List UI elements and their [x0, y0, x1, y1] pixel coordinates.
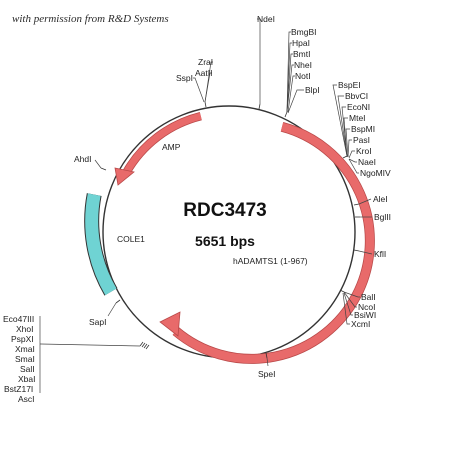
site-tick	[342, 155, 348, 159]
site-label-xbai: XbaI	[18, 374, 36, 384]
feature-label-amp: AMP	[162, 142, 181, 152]
site-leader	[94, 159, 102, 169]
site-label-alei: AleI	[373, 194, 388, 204]
site-leader	[343, 117, 348, 158]
site-tick	[141, 342, 146, 348]
site-label-kroi: KroI	[356, 146, 372, 156]
site-label-blpi: BlpI	[305, 85, 320, 95]
site-tick	[258, 103, 261, 110]
site-label-aatii: AatII	[195, 68, 212, 78]
site-label-smai: SmaI	[15, 354, 35, 364]
site-leader	[204, 72, 212, 103]
site-leader	[287, 75, 295, 113]
site-tick	[353, 203, 360, 206]
site-leader	[343, 292, 353, 316]
site-leader	[358, 250, 373, 255]
site-label-bglii: BglII	[374, 212, 391, 222]
site-tick	[284, 111, 288, 118]
site-label-bsiwi: BsiWI	[354, 310, 376, 320]
site-leader	[347, 139, 352, 158]
site-label-sali: SalI	[20, 364, 35, 374]
site-label-bbvci: BbvCI	[345, 91, 368, 101]
site-leader	[266, 357, 269, 367]
site-leader	[348, 150, 355, 159]
plasmid-size: 5651 bps	[195, 233, 255, 249]
site-label-xmai: XmaI	[15, 344, 35, 354]
site-label-bspei: BspEI	[338, 80, 361, 90]
site-leader	[257, 18, 261, 104]
site-label-sspi: SspI	[176, 73, 193, 83]
site-label-ndei: NdeI	[257, 14, 275, 24]
site-leader	[348, 158, 359, 174]
site-leader	[345, 128, 350, 158]
site-label-ngomiv: NgoMIV	[360, 168, 391, 178]
site-label-bmti: BmtI	[293, 49, 310, 59]
feature-label-insert: hADAMTS1 (1-967)	[233, 256, 308, 266]
site-leader	[286, 31, 291, 113]
feature-label-cole1: COLE1	[117, 234, 145, 244]
site-label-econi: EcoNI	[347, 102, 370, 112]
site-tick	[100, 167, 107, 171]
site-leader	[342, 292, 350, 325]
site-label-ahdi: AhdI	[74, 154, 92, 164]
plasmid-name: RDC3473	[183, 200, 266, 221]
site-label-naei: NaeI	[358, 157, 376, 167]
site-label-hpai: HpaI	[292, 38, 310, 48]
insert-arrow-body	[173, 122, 375, 364]
site-label-xhoi: XhoI	[16, 324, 34, 334]
site-label-bspmi: BspMI	[351, 124, 375, 134]
site-leader	[107, 302, 117, 317]
site-label-pasi: PasI	[353, 135, 370, 145]
site-label-bali: BalI	[361, 292, 376, 302]
site-leader	[337, 95, 348, 157]
site-label-pspxi: PspXI	[11, 334, 34, 344]
site-label-ncoi: NcoI	[358, 302, 375, 312]
permission-credit: with permission from R&D Systems	[12, 13, 169, 25]
site-label-nhei: NheI	[294, 60, 312, 70]
site-label-zrai: ZraI	[198, 57, 213, 67]
site-leader	[348, 158, 357, 163]
site-leader	[343, 291, 357, 308]
site-tick	[265, 352, 268, 359]
amp-arrow-head	[114, 167, 135, 186]
site-leader	[286, 64, 294, 113]
site-label-bmgbi: BmgBI	[291, 27, 317, 37]
site-label-asci: AscI	[18, 394, 35, 404]
site-tick	[143, 343, 148, 349]
site-label-bstz17i: BstZ17I	[4, 384, 33, 394]
site-leader	[286, 42, 292, 113]
site-leader	[287, 89, 304, 114]
site-leader	[332, 84, 348, 157]
cole1-origin-segment	[85, 193, 117, 296]
site-leader	[343, 291, 360, 298]
site-leader	[40, 343, 141, 347]
site-label-xcmi: XcmI	[351, 319, 370, 329]
site-tick	[204, 101, 207, 108]
site-leader	[193, 77, 205, 103]
site-leader	[358, 198, 372, 205]
amp-arrow-body	[123, 112, 202, 175]
site-label-sapi: SapI	[89, 317, 107, 327]
site-label-kfli: KflI	[374, 249, 386, 259]
site-label-spei: SpeI	[258, 369, 276, 379]
site-leader	[286, 53, 293, 113]
site-tick	[139, 341, 144, 347]
site-tick	[115, 299, 121, 304]
insert-arrow-head	[159, 311, 181, 337]
site-label-noti: NotI	[295, 71, 311, 81]
site-tick	[339, 289, 345, 293]
site-tick	[145, 344, 150, 350]
site-label-mtei: MteI	[349, 113, 366, 123]
site-tick	[353, 249, 360, 252]
site-label-eco47iii: Eco47III	[3, 314, 34, 324]
